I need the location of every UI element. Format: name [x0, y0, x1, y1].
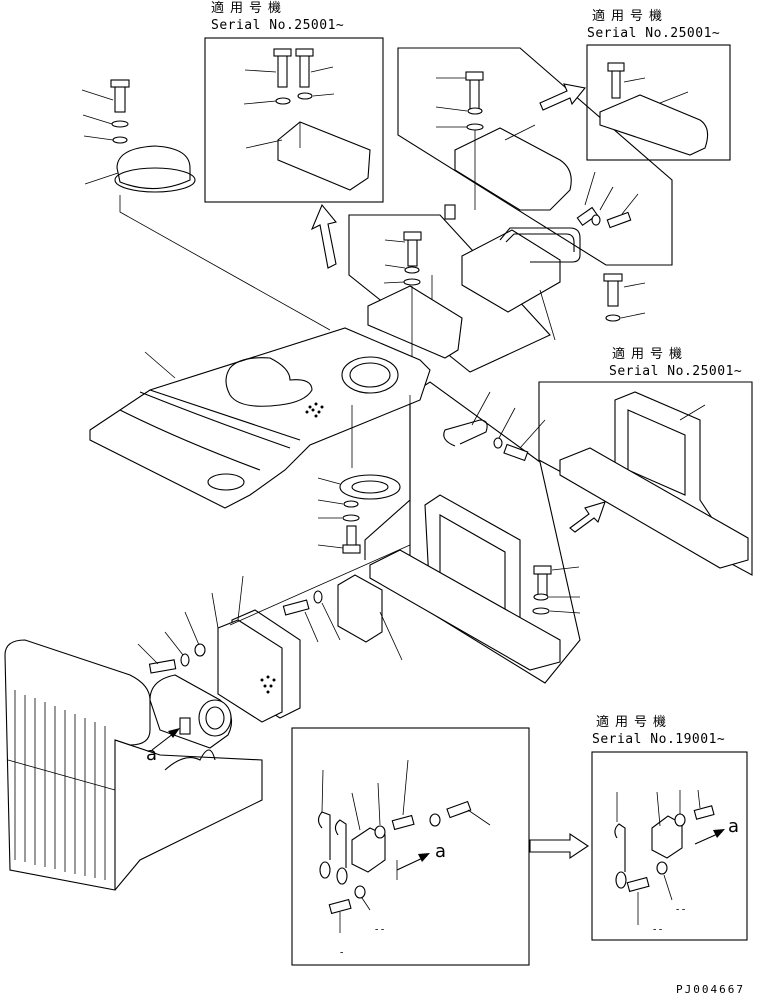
group-outline-cover	[397, 47, 673, 266]
applicable-label-top-right: 適用号機	[592, 9, 669, 24]
bracket-assembly	[367, 231, 463, 360]
serial-label-bottom-right: Serial No.19001~	[592, 732, 726, 747]
callout-box-top-center	[204, 37, 384, 203]
view-marker-a-bottom-left: a	[435, 841, 447, 862]
plate-bolt-assembly	[137, 544, 411, 723]
arrow-to-callout-top-right	[539, 83, 587, 111]
arrow-to-callout-right	[569, 501, 606, 533]
applicable-label-top-center: 適用号機	[211, 1, 288, 16]
svg-text:-: -	[340, 947, 343, 958]
applicable-label-bottom-right: 適用号機	[596, 715, 673, 730]
svg-text:- -: - -	[676, 904, 685, 915]
view-marker-a-bottom-right: a	[728, 816, 740, 837]
serial-label-top-center: Serial No.25001~	[211, 18, 345, 33]
arrow-to-callout-top-center	[310, 203, 337, 269]
hook-bolt-parts	[443, 391, 546, 462]
applicable-label-right: 適用号機	[612, 347, 689, 362]
callout-right-parts	[559, 391, 749, 569]
drawing-code: PJ004667	[676, 983, 745, 996]
engine-muffler-assembly	[4, 639, 263, 891]
callout-bottom-left-parts: - - -	[317, 759, 491, 958]
ring-washer-stack	[317, 474, 401, 554]
hood-assembly	[89, 327, 431, 545]
svg-text:- -: - -	[375, 924, 384, 935]
handle-cover-assembly	[435, 71, 646, 341]
dome-cover-assembly	[81, 79, 331, 331]
callout-box-bottom-right	[591, 751, 748, 941]
callout-top-center-parts	[243, 48, 371, 191]
callout-box-bottom-left	[291, 727, 530, 966]
callout-box-top-right	[586, 44, 731, 161]
group-outline-bracket	[348, 214, 551, 373]
svg-text:- -: - -	[653, 924, 662, 935]
callout-box-right	[538, 381, 753, 576]
view-marker-a-engine: a	[146, 744, 158, 765]
serial-label-top-right: Serial No.25001~	[587, 26, 721, 41]
callout-bottom-right-parts: - - - -	[614, 789, 725, 935]
arrow-to-callout-bottom-right	[529, 832, 589, 860]
frame-assembly	[369, 494, 581, 671]
serial-label-right: Serial No.25001~	[609, 364, 743, 379]
callout-top-right-parts	[599, 62, 709, 156]
